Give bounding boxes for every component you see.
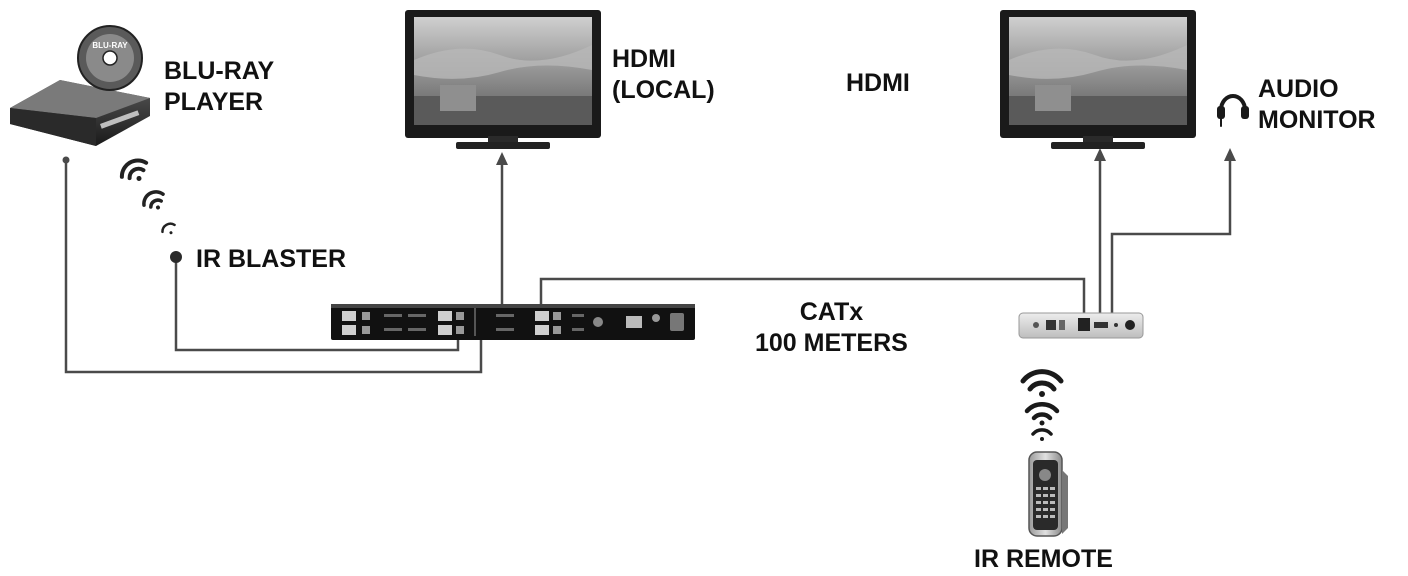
- ir-blaster-label: IR BLASTER: [196, 245, 346, 273]
- arrow-up-icon: [1094, 148, 1106, 161]
- ir-blaster-signal-icon: [119, 158, 176, 235]
- bluray-player-device: BLU-RAY: [10, 25, 150, 146]
- remote-tv: [1000, 10, 1196, 149]
- catx-cable: [539, 277, 1086, 316]
- disc-icon: BLU-RAY: [77, 25, 143, 91]
- disc-label: BLU-RAY: [92, 41, 128, 50]
- catx-label: CATx 100 METERS: [755, 298, 908, 357]
- ir-remote-signal-icon: [1020, 369, 1064, 441]
- ir-remote-device: [1028, 451, 1068, 537]
- hdmi-local-label: HDMI (LOCAL): [612, 45, 715, 104]
- hdmi-label: HDMI: [846, 69, 910, 97]
- audio-monitor-label: AUDIO MONITOR: [1258, 75, 1376, 134]
- audio-cable: [1110, 158, 1232, 316]
- ir-remote-label: IR REMOTE: [974, 545, 1113, 573]
- receiver-unit: [1018, 312, 1144, 339]
- bluray-hdmi-cable: [64, 160, 483, 374]
- headphones-icon: [1217, 94, 1249, 127]
- arrow-heads: [496, 148, 1236, 165]
- bluray-player-label: BLU-RAY PLAYER: [164, 57, 275, 116]
- local-tv: [405, 10, 601, 149]
- cable-end-dot: [62, 156, 70, 164]
- transmitter-unit: [331, 304, 695, 340]
- arrow-up-icon: [496, 152, 508, 165]
- arrow-up-icon: [1224, 148, 1236, 161]
- ir-blaster-emitter: [170, 251, 182, 263]
- cables: [64, 158, 1232, 374]
